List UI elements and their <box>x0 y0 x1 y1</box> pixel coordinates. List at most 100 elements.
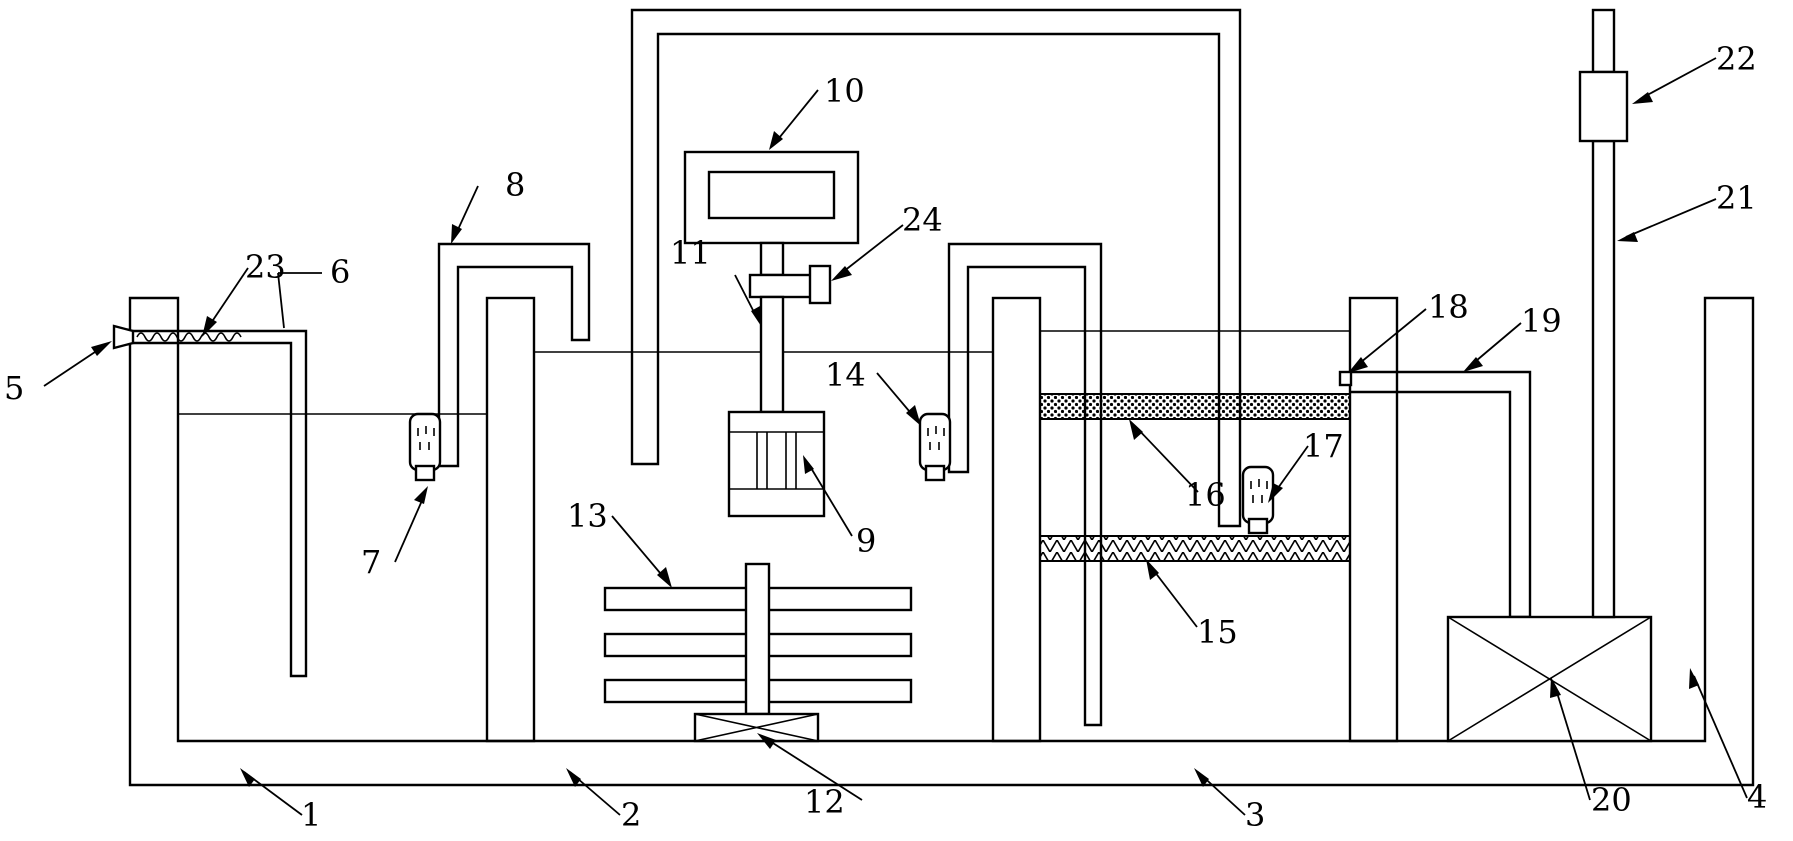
label-23: 23 <box>245 248 286 286</box>
filter-layer-fine <box>1039 393 1351 420</box>
collection-unit-cross <box>1447 616 1652 742</box>
arrowhead-23 <box>202 316 217 337</box>
arrowhead-19 <box>1463 357 1483 372</box>
arrowhead-16 <box>1129 419 1143 440</box>
leader-9 <box>807 462 853 537</box>
label-13: 13 <box>567 497 608 535</box>
arrowhead-2 <box>566 768 581 787</box>
vent-pipe-lower <box>1591 139 1616 619</box>
label-12: 12 <box>804 783 845 821</box>
tank-walls <box>128 296 1755 787</box>
label-10: 10 <box>824 72 865 110</box>
pump-2-inlet <box>924 464 946 482</box>
sensor-module <box>808 264 832 305</box>
label-11: 11 <box>670 234 711 272</box>
label-20: 20 <box>1591 781 1632 819</box>
label-24: 24 <box>902 201 943 239</box>
label-7: 7 <box>361 543 381 581</box>
partition-wall-2 <box>991 296 1042 743</box>
label-21: 21 <box>1716 179 1757 217</box>
leader-6b <box>277 272 285 329</box>
leader-23 <box>206 267 249 330</box>
arrowhead-1 <box>240 768 255 787</box>
collar <box>748 273 814 299</box>
label-15: 15 <box>1197 613 1238 651</box>
filter-layer-coarse <box>1039 535 1351 562</box>
pump-2-detail <box>927 426 945 450</box>
arrowhead-12 <box>757 733 776 749</box>
shaft-upper <box>759 241 785 277</box>
overflow-port <box>1338 370 1353 387</box>
arrowhead-10 <box>769 131 783 150</box>
leader-16 <box>1134 425 1199 493</box>
transfer-pipe-2 <box>947 242 1103 727</box>
inlet-nozzle <box>112 324 135 350</box>
label-17: 17 <box>1303 427 1344 465</box>
leader-14 <box>876 372 916 419</box>
agitator-motor-cross <box>694 713 819 742</box>
arrowhead-18 <box>1348 357 1368 373</box>
arrowhead-5 <box>91 341 112 356</box>
label-22: 22 <box>1716 40 1757 78</box>
shaft-lower <box>759 295 785 414</box>
label-9: 9 <box>856 522 876 560</box>
valve <box>1578 70 1629 143</box>
label-19: 19 <box>1521 302 1562 340</box>
inlet-pipe <box>130 329 308 678</box>
outlet-pipe <box>1350 370 1532 619</box>
label-18: 18 <box>1428 288 1469 326</box>
label-6: 6 <box>330 253 350 291</box>
arrowhead-22 <box>1632 92 1653 104</box>
leader-7 <box>394 495 425 563</box>
arrowhead-7 <box>414 486 428 504</box>
leader-15 <box>1150 566 1198 628</box>
pump-1-detail <box>417 426 435 450</box>
label-16: 16 <box>1185 476 1226 514</box>
arrowhead-8 <box>451 224 462 244</box>
pump-3 <box>1241 465 1275 525</box>
pump-3-inlet <box>1247 517 1269 535</box>
arrowhead-15 <box>1146 559 1159 580</box>
vent-pipe-upper <box>1591 8 1616 74</box>
label-3: 3 <box>1245 796 1265 834</box>
label-5: 5 <box>4 369 24 407</box>
arrowhead-21 <box>1617 232 1638 242</box>
leader-20 <box>1554 685 1591 801</box>
pump-3-detail <box>1250 479 1268 503</box>
arrowhead-24 <box>831 266 852 281</box>
transfer-pipe-1 <box>437 242 591 468</box>
arrowhead-11 <box>751 306 761 326</box>
label-8: 8 <box>505 166 525 204</box>
leader-19 <box>1469 322 1522 367</box>
arrowhead-3 <box>1194 768 1209 787</box>
label-14: 14 <box>825 356 866 394</box>
overhead-frame <box>630 8 1242 528</box>
leader-21 <box>1625 198 1717 238</box>
leader-10 <box>774 89 819 144</box>
agitator-shaft <box>744 562 771 716</box>
arrowhead-9 <box>803 455 814 474</box>
arrowhead-17 <box>1268 483 1283 503</box>
arrowhead-13 <box>657 567 672 588</box>
leader-13 <box>611 515 667 581</box>
dosing-unit-grille <box>756 432 797 489</box>
partition-wall-3 <box>1348 296 1399 743</box>
pump-1-inlet <box>414 464 436 482</box>
label-4: 4 <box>1747 778 1767 816</box>
pump-2 <box>918 412 952 472</box>
leader-4 <box>1693 675 1748 799</box>
label-2: 2 <box>621 796 641 834</box>
partition-wall-1 <box>485 296 536 743</box>
leader-5 <box>43 345 105 387</box>
arrowhead-20 <box>1550 677 1561 698</box>
leader-24 <box>838 224 904 276</box>
arrowhead-14 <box>906 405 921 426</box>
leader-12 <box>764 737 863 801</box>
spring-coil <box>136 332 242 342</box>
label-1: 1 <box>301 796 321 834</box>
leader-22 <box>1639 57 1717 100</box>
leader-18 <box>1354 308 1427 368</box>
pump-1 <box>408 412 442 472</box>
arrowhead-4 <box>1689 668 1699 689</box>
